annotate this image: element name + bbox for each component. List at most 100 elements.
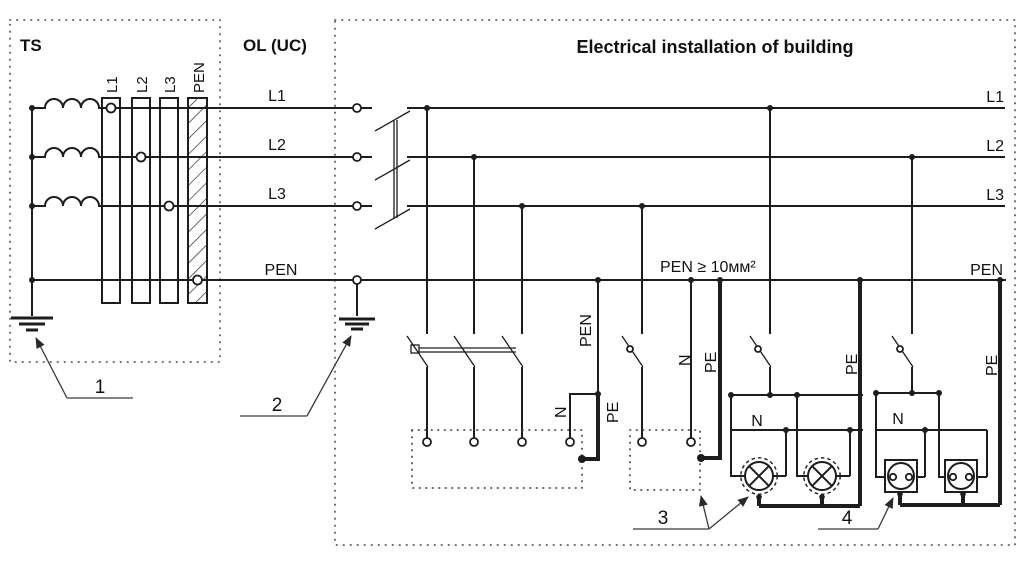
- switch-icon: [891, 335, 914, 368]
- g2-pen-label: PEN: [578, 314, 595, 347]
- lamps-n-label: N: [751, 413, 763, 430]
- socket-icon: [944, 459, 978, 493]
- socket-circuit: N PE: [873, 154, 1003, 507]
- switch-pivot: [754, 345, 762, 353]
- busbar-tap-l3: [163, 200, 175, 212]
- lighting-circuit: N PE: [728, 105, 863, 508]
- single-phase-wires: [641, 206, 692, 438]
- lamp-cross: [811, 465, 833, 487]
- g3-n-label: N: [677, 354, 694, 366]
- g2-n-label: N: [553, 406, 570, 418]
- three-pole-switch-icon: [406, 335, 524, 368]
- lamps-pe-label: PE: [844, 354, 861, 375]
- socket-pin: [964, 472, 974, 482]
- callout-2-number: 2: [272, 395, 283, 416]
- mid-label-l2: L2: [268, 137, 286, 154]
- socket-face: [947, 462, 975, 490]
- three-phase-appliance-outline: [411, 429, 583, 489]
- line-terminal-l3: [352, 201, 362, 211]
- load-terminal: [422, 437, 432, 447]
- busbar-l2: [131, 97, 151, 304]
- callout-1-number: 1: [95, 377, 106, 398]
- pe-bond-dot: [897, 491, 903, 497]
- junction-dot: [922, 427, 928, 433]
- transformer-winding-l3: [32, 196, 353, 207]
- switch-icon: [749, 335, 772, 368]
- switch-icon: [621, 335, 644, 368]
- right-label-l1: L1: [986, 89, 1004, 106]
- callout-3-arrow-b: [708, 496, 749, 530]
- busbar-label-l1: L1: [104, 76, 121, 93]
- busbar-tap-pen: [192, 274, 203, 286]
- sockets-n-label: N: [892, 411, 904, 428]
- callouts: 1 2 3 4: [35, 335, 894, 530]
- pen-split-wires: [569, 280, 599, 438]
- load-terminal: [517, 437, 527, 447]
- junction-dot: [29, 277, 35, 283]
- busbar-pen-hatched: [187, 97, 208, 304]
- pe-bond-dot: [756, 494, 762, 500]
- pe-bond-dot: [697, 454, 705, 462]
- pe-conductor-bold: [701, 280, 722, 460]
- switch-pivot: [626, 345, 634, 353]
- lamp-fixture-outline: [803, 457, 841, 495]
- transformer-winding-l2: [32, 147, 353, 158]
- junction-dot: [847, 427, 853, 433]
- socket-wiring: [875, 392, 988, 478]
- load-terminal: [637, 437, 647, 447]
- transformer-winding-l1: [32, 98, 353, 109]
- pe-bond-dot: [819, 494, 825, 500]
- ol-section-label: OL (UC): [243, 36, 307, 55]
- mid-label-l1: L1: [268, 88, 286, 105]
- socket-icon: [884, 459, 918, 493]
- callout-4-number: 4: [842, 508, 853, 529]
- busbar-l3: [159, 97, 179, 304]
- busbar-tap-l1: [105, 102, 117, 114]
- load-terminal: [469, 437, 479, 447]
- pe-bond-dot: [578, 455, 586, 463]
- busbar-l1: [101, 97, 121, 304]
- transformer-station-frame: [9, 19, 221, 363]
- earth-ground-icon-station: [11, 316, 53, 332]
- single-phase-load-circuit: N PE: [621, 203, 723, 491]
- lamp-fixture-outline: [740, 457, 778, 495]
- line-terminal-l2: [352, 152, 362, 162]
- junction-dot: [767, 392, 773, 398]
- entry-stubs: [361, 107, 372, 207]
- switch-actuator: [410, 344, 420, 354]
- pe-conductor-bold: [757, 280, 862, 508]
- transformer-station: L1 L2 L3 PEN: [11, 62, 353, 332]
- callout-2-arrow: [306, 335, 352, 417]
- junction-dot: [909, 390, 915, 396]
- callout-3-arrow-a: [698, 495, 710, 530]
- pe-conductor-bold: [582, 394, 600, 461]
- earth-ground-icon-entry: [339, 317, 375, 331]
- junction-dot: [783, 427, 789, 433]
- junction-dot: [29, 203, 35, 209]
- junction-dot: [936, 390, 942, 396]
- socket-face: [887, 462, 915, 490]
- g2-pe-label: PE: [605, 402, 622, 423]
- lamp-cross: [748, 465, 770, 487]
- junction-dot: [873, 390, 879, 396]
- line-terminal-l1: [352, 103, 362, 113]
- callout-1-arrow: [35, 337, 68, 399]
- right-label-pen: PEN: [970, 262, 1003, 279]
- load-terminal: [565, 437, 575, 447]
- right-label-l2: L2: [986, 138, 1004, 155]
- distribution-lines: L1 L2 L3 PEN L1 L2 L3 PEN PEN ≥ 10мм²: [265, 88, 1006, 331]
- building-distribution-wires: [361, 107, 1006, 281]
- junction-dot: [794, 392, 800, 398]
- service-entry-break-icon: [374, 110, 411, 230]
- callout-3-number: 3: [658, 508, 669, 529]
- g3-pe-label: PE: [703, 352, 720, 373]
- junction-dot: [29, 154, 35, 160]
- switch-blades: [406, 335, 524, 368]
- pe-bond-dot: [960, 491, 966, 497]
- mid-label-pen: PEN: [265, 262, 298, 279]
- mid-label-l3: L3: [268, 186, 286, 203]
- load-terminal: [686, 437, 696, 447]
- junction-dot: [728, 392, 734, 398]
- pen-cross-section-note: PEN ≥ 10мм²: [660, 259, 756, 276]
